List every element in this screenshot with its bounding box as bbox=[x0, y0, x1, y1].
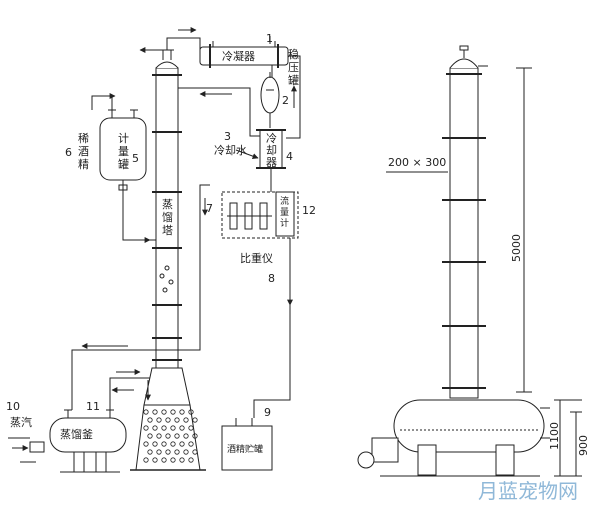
packing-ring bbox=[147, 433, 153, 439]
packing-ring bbox=[147, 417, 153, 423]
packing-ring bbox=[170, 457, 176, 463]
cooling-water-label: 冷却水 bbox=[214, 144, 247, 157]
packing-ring bbox=[143, 409, 149, 415]
packing-ring bbox=[170, 441, 176, 447]
label-8: 8 bbox=[268, 272, 275, 285]
flowmeter-label: 流量计 bbox=[280, 195, 289, 229]
flowmeter-label-text: 流量计 bbox=[280, 195, 289, 229]
packing-ring bbox=[188, 441, 194, 447]
label-10: 10 bbox=[6, 400, 20, 413]
watermark: 月蓝宠物网 bbox=[478, 479, 578, 503]
packing-ring bbox=[192, 433, 198, 439]
packing-ring bbox=[183, 433, 189, 439]
packing-ring bbox=[192, 417, 198, 423]
label-5: 5 bbox=[132, 152, 139, 165]
packing-ring bbox=[156, 433, 162, 439]
packing-ring bbox=[174, 449, 180, 455]
label-12: 12 bbox=[302, 204, 316, 217]
label-2: 2 bbox=[282, 94, 289, 107]
stabilizer-label: 稳压罐 bbox=[288, 47, 299, 87]
packing-ring bbox=[192, 449, 198, 455]
cooler-label-text: 冷却器 bbox=[266, 132, 277, 169]
packing-ring bbox=[165, 449, 171, 455]
alcohol-tank bbox=[221, 418, 273, 471]
dilute-alcohol-label-text: 稀酒精 bbox=[78, 132, 89, 171]
alcohol-tank-label: 酒精贮罐 bbox=[227, 443, 263, 455]
steam-label: 蒸汽 bbox=[10, 415, 32, 429]
packing-ring bbox=[161, 425, 167, 431]
still-label: 蒸馏釜 bbox=[60, 427, 93, 441]
packing-ring bbox=[188, 425, 194, 431]
stabilizer-tank bbox=[260, 72, 280, 128]
measuring-tank-label: 计量罐 bbox=[118, 132, 129, 171]
cooler-label: 冷却器 bbox=[266, 132, 277, 169]
packing-ring bbox=[179, 425, 185, 431]
dilute-alcohol-label: 稀酒精 bbox=[78, 132, 89, 171]
distillation-column bbox=[152, 49, 182, 369]
piping bbox=[8, 27, 301, 463]
hydrometer-label: 比重仪 bbox=[240, 251, 273, 265]
packing-ring bbox=[152, 441, 158, 447]
packing-ring bbox=[174, 433, 180, 439]
packing-ring bbox=[179, 409, 185, 415]
packing-ring bbox=[156, 417, 162, 423]
packing-ring bbox=[174, 417, 180, 423]
packing-ring bbox=[143, 441, 149, 447]
packing-ring bbox=[147, 449, 153, 455]
packing-ring bbox=[183, 449, 189, 455]
tank-height-1100: 1100 bbox=[548, 422, 561, 450]
packing-ring bbox=[165, 417, 171, 423]
column-label-text: 蒸馏塔 bbox=[162, 198, 173, 237]
packing-ring bbox=[143, 425, 149, 431]
packing-ring bbox=[165, 433, 171, 439]
condenser-label: 冷凝器 bbox=[222, 49, 255, 63]
dimension-drawing bbox=[357, 45, 582, 477]
packing-ring bbox=[152, 409, 158, 415]
height-dimension: 5000 bbox=[510, 234, 523, 262]
packing-ring bbox=[188, 409, 194, 415]
packing-ring bbox=[161, 441, 167, 447]
packing-ring bbox=[152, 425, 158, 431]
tank-height-900: 900 bbox=[577, 435, 590, 456]
measuring-tank bbox=[99, 109, 147, 191]
hydrometer-group bbox=[221, 191, 299, 239]
packing-ring bbox=[152, 457, 158, 463]
label-4: 4 bbox=[286, 150, 293, 163]
packing-ring bbox=[170, 409, 176, 415]
packing-ring bbox=[170, 425, 176, 431]
label-3: 3 bbox=[224, 130, 231, 143]
packing-ring bbox=[156, 449, 162, 455]
still bbox=[29, 409, 127, 473]
diameter-dimension: 200 × 300 bbox=[388, 156, 446, 169]
packing-ring bbox=[179, 441, 185, 447]
label-7: 7 bbox=[206, 202, 213, 215]
label-6: 6 bbox=[65, 146, 72, 159]
cooler bbox=[256, 129, 286, 180]
packing-ring bbox=[188, 457, 194, 463]
packing-ring bbox=[161, 409, 167, 415]
label-11: 11 bbox=[86, 400, 100, 413]
packing-ring bbox=[143, 457, 149, 463]
label-9: 9 bbox=[264, 406, 271, 419]
packing-bed bbox=[143, 409, 198, 463]
column-label: 蒸馏塔 bbox=[162, 198, 173, 237]
label-1: 1 bbox=[266, 32, 273, 45]
measuring-tank-label-text: 计量罐 bbox=[118, 132, 129, 171]
packing-ring bbox=[179, 457, 185, 463]
stabilizer-label-text: 稳压罐 bbox=[288, 47, 299, 87]
packing-ring bbox=[183, 417, 189, 423]
column-base bbox=[130, 367, 206, 471]
packing-ring bbox=[161, 457, 167, 463]
